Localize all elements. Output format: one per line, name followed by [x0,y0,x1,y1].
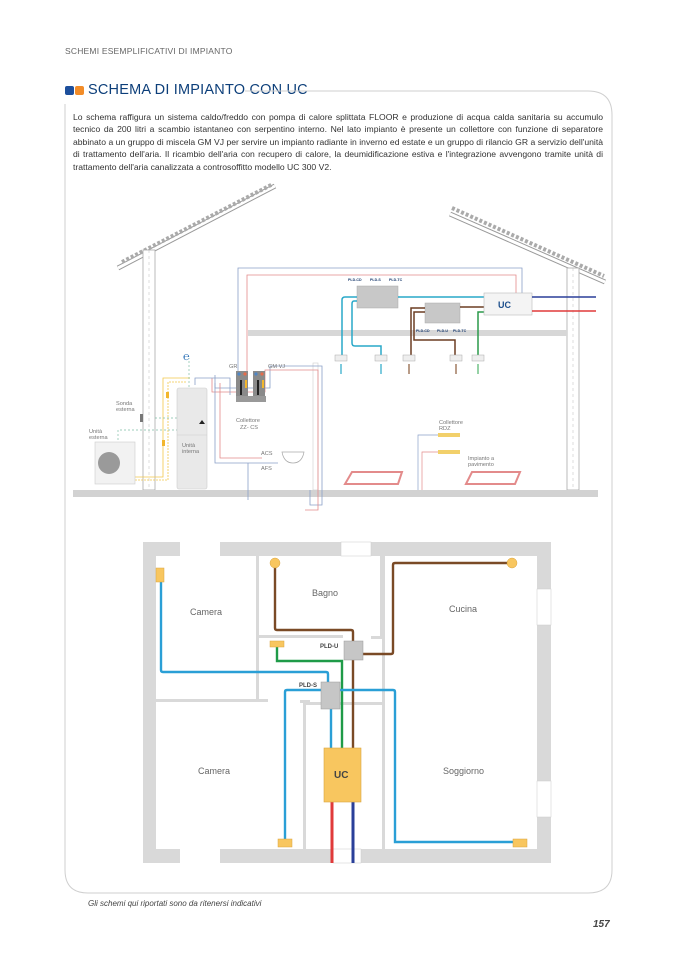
label-unita-interna-1: Unità [182,443,196,449]
room-camera-2: Camera [198,766,230,776]
running-header: SCHEMI ESEMPLIFICATIVI DI IMPIANTO [65,46,233,56]
label-unita-esterna-2: esterna [89,435,109,441]
label-pld-u-bottom: PLD-U [437,329,448,333]
label-gr: GR [229,364,237,370]
label-impianto-1: Impianto a [468,456,495,462]
floor-loop-right [464,471,522,485]
label-impianto-2: pavimento [468,462,494,468]
ceiling-slab [248,330,567,336]
label-pld-tc-top: PLD-TC [389,278,403,282]
vent-grilles [334,354,485,362]
uc-unit-plan [323,747,362,803]
pld-u-label: PLD-U [320,644,338,650]
content-frame [64,90,613,894]
roof-right [448,206,607,285]
label-pld-cd-top: PLD-CD [348,278,362,282]
pld-s-label: PLD-S [299,683,317,689]
collettore-zz-cs [236,371,266,402]
title-square-orange-icon [75,86,84,95]
uc-label: UC [498,300,511,310]
room-bagno: Bagno [312,588,338,598]
wifi-e-icon: ℮ [183,351,190,363]
pld-u-box [343,640,364,661]
pld-box-bottom [424,302,461,324]
collettore-rdz [417,433,460,490]
label-unita-interna-2: interna [182,449,200,455]
airflow-arrows [340,364,479,374]
label-acs: ACS [261,451,273,457]
ground-slab [73,490,598,497]
label-collettore-zz-2: ZZ- CS [240,425,258,431]
pld-s-box [320,681,341,710]
room-cucina: Cucina [449,604,477,614]
sink [281,451,305,464]
footnote: Gli schemi qui riportati sono da ritener… [88,899,262,908]
label-pld-tc-bottom: PLD-TC [453,329,467,333]
uc-unit-section: UC [483,292,533,316]
floor-ducts [159,561,518,863]
label-afs: AFS [261,466,272,472]
outdoor-unit [94,441,136,485]
floor-loop-left [343,471,404,485]
room-camera-1: Camera [190,607,222,617]
label-collettore-zz-1: Collettore [236,418,260,424]
vent-terminals [155,557,528,848]
label-gm-vj: GM VJ [268,364,285,370]
roof-left [116,182,277,271]
label-pld-cd-bottom: PLD-CD [416,329,430,333]
uc-plan-label: UC [334,770,348,781]
floor-plan: UC Camera Bagno Cucina Camera Soggiorno … [143,541,552,864]
indoor-unit [176,387,208,490]
label-sonda-1: Sonda [116,401,133,407]
interior-walls [156,556,385,849]
label-collettore-rdz-2: RDZ [439,426,451,432]
label-pld-s-top: PLD-S [370,278,381,282]
section-diagram: ℮ [73,182,607,511]
room-soggiorno: Soggiorno [443,766,484,776]
label-sonda-2: esterna [116,407,136,413]
label-unita-esterna-1: Unità [89,429,103,435]
title-square-blue-icon [65,86,74,95]
outdoor-sensor [140,414,143,422]
page-title: SCHEMA DI IMPIANTO CON UC [88,82,308,98]
page-number: 157 [593,919,610,930]
pld-box-top [356,285,399,309]
label-collettore-rdz-1: Collettore [439,420,463,426]
inner-wall [312,362,319,491]
description-paragraph: Lo schema raffigura un sistema caldo/fre… [73,112,603,172]
